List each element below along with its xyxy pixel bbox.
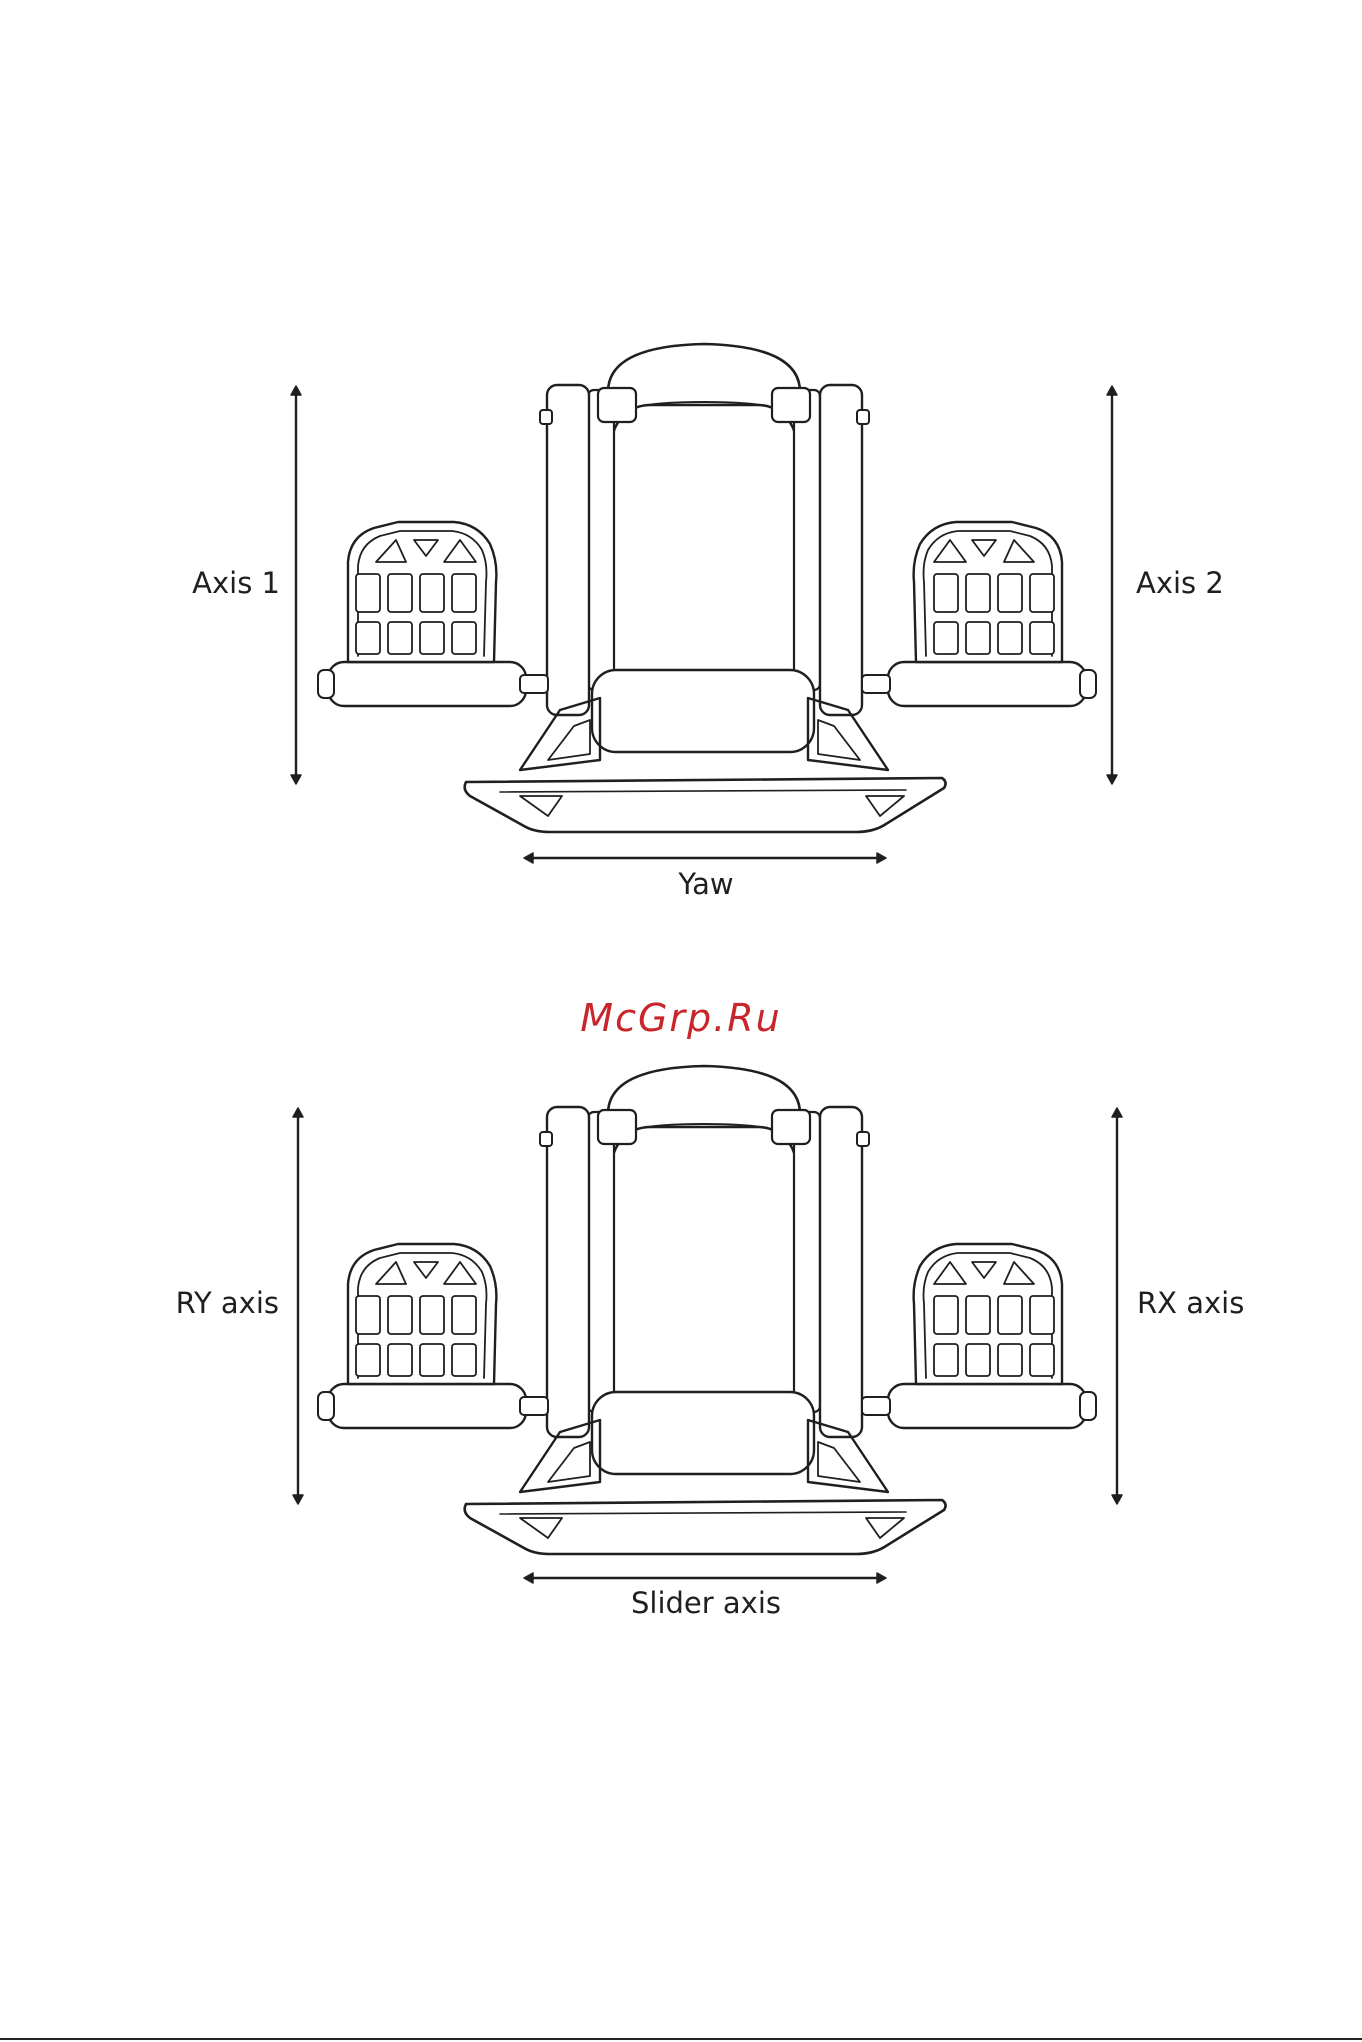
lower-housing <box>592 1392 814 1474</box>
base-plate <box>465 1500 946 1554</box>
double-headed-vertical-arrow <box>291 386 301 784</box>
left-roller <box>328 1384 526 1428</box>
left-arm <box>547 1107 589 1437</box>
left-roller <box>328 662 526 706</box>
double-headed-horizontal-arrow <box>524 1573 886 1583</box>
left-arm <box>547 385 589 715</box>
double-headed-horizontal-arrow <box>524 853 886 863</box>
base-plate <box>465 778 946 832</box>
page-bottom-rule <box>0 2038 1362 2040</box>
watermark: McGrp.Ru <box>0 996 1362 1040</box>
lower-housing <box>592 670 814 752</box>
right-axis-label: RX axis <box>1137 1286 1244 1320</box>
right-arm <box>820 1107 862 1437</box>
pedals-diagram-top: Axis 1 Axis 2 Yaw <box>0 330 1362 930</box>
left-axis-label: Axis 1 <box>192 566 280 600</box>
left-rail <box>588 390 614 690</box>
double-headed-vertical-arrow <box>1107 386 1117 784</box>
pedal-device-lines <box>318 1066 1096 1554</box>
double-headed-vertical-arrow <box>1112 1108 1122 1504</box>
left-axis-label: RY axis <box>176 1286 279 1320</box>
pedals-diagram-bottom: RY axis RX axis Slider axis <box>0 1052 1362 1652</box>
pedal-device-lines <box>318 344 1096 832</box>
bottom-axis-label: Yaw <box>506 867 906 901</box>
carry-handle <box>608 1066 800 1114</box>
rudder-pedals-illustration <box>0 330 1362 930</box>
carry-handle <box>608 344 800 392</box>
right-rail <box>794 390 820 690</box>
rudder-pedals-illustration <box>0 1052 1362 1652</box>
left-rail <box>588 1112 614 1412</box>
right-roller <box>888 1384 1086 1428</box>
right-rail <box>794 1112 820 1412</box>
double-headed-vertical-arrow <box>293 1108 303 1504</box>
right-roller <box>888 662 1086 706</box>
right-arm <box>820 385 862 715</box>
right-axis-label: Axis 2 <box>1136 566 1224 600</box>
bottom-axis-label: Slider axis <box>506 1586 906 1620</box>
